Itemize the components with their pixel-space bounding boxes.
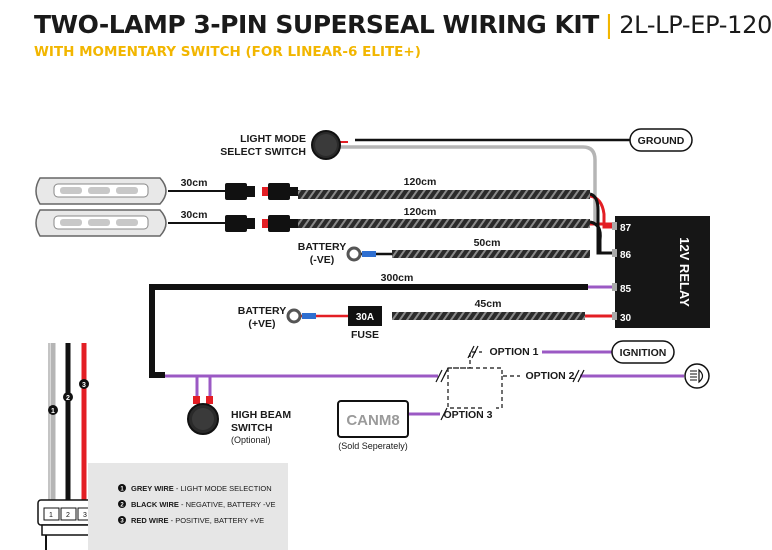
diagram-subtitle: WITH MOMENTARY SWITCH (FOR LINEAR-6 ELIT… xyxy=(34,44,421,60)
high-beam-label-2: SWITCH xyxy=(231,422,272,434)
lamp-1 xyxy=(35,177,167,205)
wire-marker-1: 1 xyxy=(51,408,55,415)
light-mode-label-1: LIGHT MODE xyxy=(240,133,306,145)
lamp2-length: 30cm xyxy=(181,209,208,221)
canm8-module xyxy=(337,400,409,438)
title-text: TWO-LAMP 3-PIN SUPERSEAL WIRING KIT xyxy=(34,10,599,39)
relay-pin-85: 85 xyxy=(620,284,632,295)
legend-marker-3 xyxy=(118,516,126,524)
battery-pos-label-2: (+VE) xyxy=(248,318,275,330)
lamp1-length: 30cm xyxy=(181,177,208,189)
fuse-rating: 30A xyxy=(356,312,374,323)
relay xyxy=(612,216,710,328)
canm8-note: (Sold Seperately) xyxy=(338,441,408,451)
relay-pin-86: 86 xyxy=(620,250,632,261)
pos-wire-length: 45cm xyxy=(475,298,502,310)
legend-num-3: 3 xyxy=(120,519,124,525)
break-marks xyxy=(435,345,585,421)
sleeve-45cm xyxy=(392,312,585,320)
diagram-title: TWO-LAMP 3-PIN SUPERSEAL WIRING KIT|2L-L… xyxy=(34,10,772,39)
pin-number-3: 3 xyxy=(83,512,87,519)
legend-item-1: GREY WIRE - LIGHT MODE SELECTION xyxy=(131,484,272,493)
legend-num-1: 1 xyxy=(120,487,124,493)
battery-neg-label-1: BATTERY xyxy=(298,241,346,253)
battery-pos-terminal xyxy=(286,308,316,324)
pin-number-2: 2 xyxy=(66,512,70,519)
fuse-holder xyxy=(348,306,382,326)
light-mode-switch xyxy=(311,130,341,160)
battery-neg-label-2: (-VE) xyxy=(310,254,335,266)
wire2-length: 120cm xyxy=(404,206,437,218)
title-separator: | xyxy=(604,10,614,39)
high-beam-light-icon xyxy=(684,363,710,389)
connector-pair-2 xyxy=(225,215,298,232)
wire1-length: 120cm xyxy=(404,176,437,188)
option3-label: OPTION 3 xyxy=(443,409,492,421)
option2-label: OPTION 2 xyxy=(525,370,574,382)
lamp-2 xyxy=(35,209,167,237)
high-beam-switch xyxy=(187,396,219,435)
option1-label: OPTION 1 xyxy=(489,346,538,358)
relay-pin-30: 30 xyxy=(620,313,632,324)
main-loom xyxy=(149,284,588,378)
relay-pin-87: 87 xyxy=(620,223,632,234)
wire-marker-3: 3 xyxy=(82,382,86,389)
battery-neg-terminal xyxy=(346,246,376,262)
neg-wire-length: 50cm xyxy=(474,237,501,249)
wiring-diagram: LIGHT MODE SELECT SWITCH GROUND 30cm 30c… xyxy=(35,128,710,550)
black-wire-86b xyxy=(589,220,602,253)
pin-number-1: 1 xyxy=(49,512,53,519)
battery-pos-label-1: BATTERY xyxy=(238,305,286,317)
ground-node xyxy=(629,128,693,152)
relay-label: 12V RELAY xyxy=(677,237,692,307)
connector-pair-1 xyxy=(225,183,298,200)
sleeve-120cm-bottom xyxy=(298,219,590,228)
connector-illustration xyxy=(37,343,101,550)
legend-item-3: RED WIRE - POSITIVE, BATTERY +VE xyxy=(131,516,264,525)
fuse-label: FUSE xyxy=(351,329,379,341)
wire-marker-2: 2 xyxy=(66,395,70,402)
product-code: 2L-LP-EP-120 xyxy=(619,11,772,39)
ignition-node xyxy=(611,340,675,364)
canm8-label: CANM8 xyxy=(346,412,399,429)
high-beam-optional: (Optional) xyxy=(231,435,271,445)
legend-marker-1 xyxy=(118,484,126,492)
legend-item-2: BLACK WIRE - NEGATIVE, BATTERY -VE xyxy=(131,500,276,509)
black-wire-86 xyxy=(589,192,615,255)
legend-num-2: 2 xyxy=(120,503,124,509)
wires xyxy=(149,138,684,421)
ignition-label: IGNITION xyxy=(620,347,667,359)
ground-label: GROUND xyxy=(638,135,685,147)
light-mode-label-2: SELECT SWITCH xyxy=(220,146,306,158)
option-dashes xyxy=(443,351,520,409)
legend-marker-2 xyxy=(118,500,126,508)
sleeve-50cm xyxy=(392,250,590,258)
high-beam-label-1: HIGH BEAM xyxy=(231,409,291,421)
grey-wire xyxy=(340,145,597,222)
sleeve-120cm-top xyxy=(298,190,590,199)
main-wire-length: 300cm xyxy=(381,272,414,284)
